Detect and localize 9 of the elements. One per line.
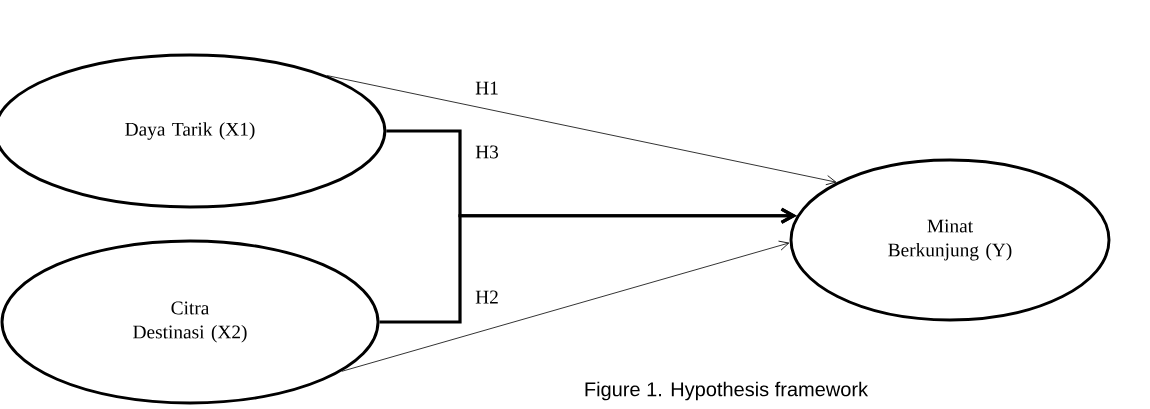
caption: Figure 1. Hypothesis framework — [585, 381, 869, 401]
arrow — [341, 240, 790, 372]
arrow — [326, 75, 837, 186]
ellipse-node: Citra Destinasi (X2) — [0, 239, 380, 405]
edge-label: H1 — [473, 80, 501, 96]
edge-label: H2 — [473, 289, 501, 305]
edge-label: H3 — [473, 144, 501, 160]
arrow — [379, 207, 797, 324]
ellipse-node: Minat Berkunjung (Y) — [789, 158, 1111, 322]
